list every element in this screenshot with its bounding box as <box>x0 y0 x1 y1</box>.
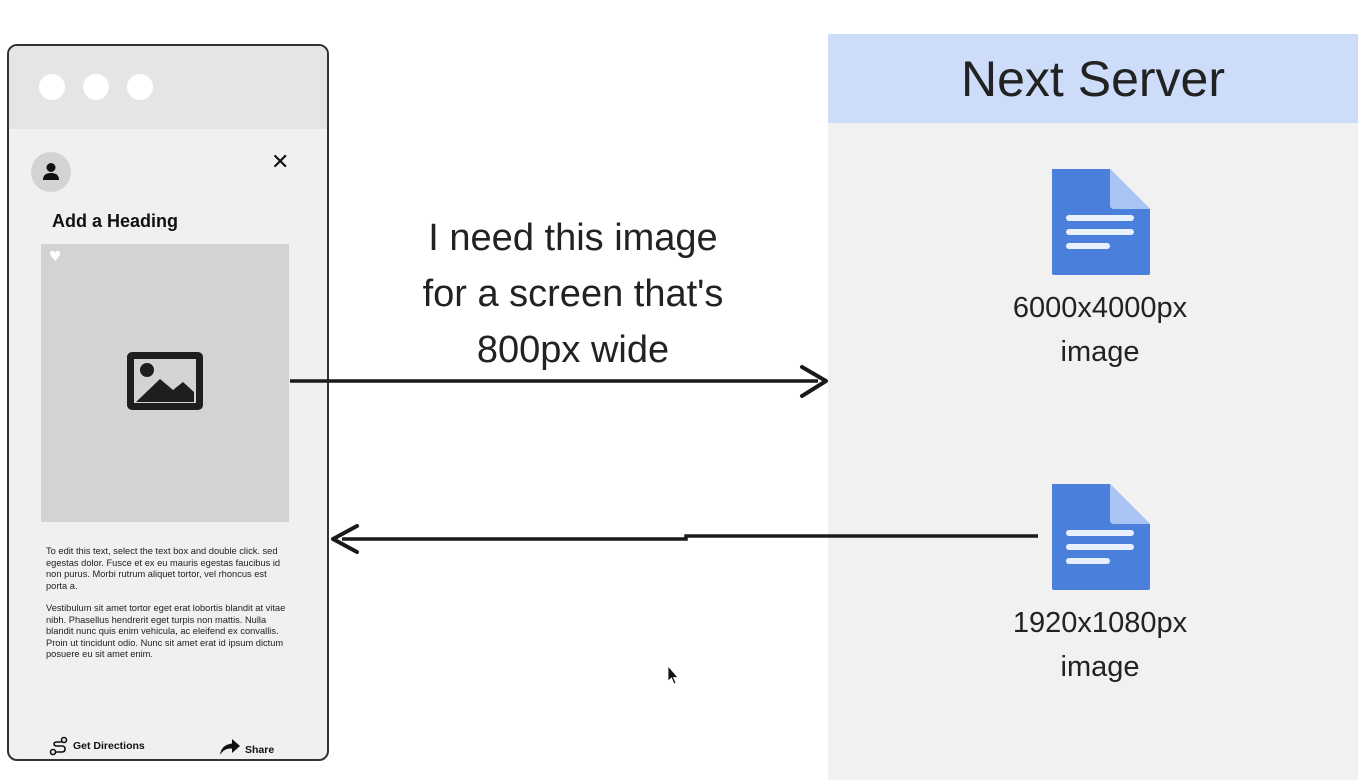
cursor-icon <box>667 664 679 685</box>
directions-icon <box>49 736 68 756</box>
response-arrow <box>331 524 1038 554</box>
document-icon <box>1052 484 1150 590</box>
file-size: 1920x1080px <box>1012 607 1188 639</box>
share-button[interactable]: Share <box>219 738 274 756</box>
phone-title-bar <box>9 46 327 129</box>
file-label: 6000x4000px image <box>970 286 1230 374</box>
request-line: 800px wide <box>476 329 670 371</box>
window-dot <box>39 74 65 100</box>
request-caption: I need this image for a screen that's 80… <box>368 210 778 378</box>
post-heading: Add a Heading <box>52 211 179 231</box>
document-icon <box>1052 169 1150 275</box>
heart-icon[interactable]: ♥ <box>49 249 62 265</box>
server-header: Next Server <box>828 34 1358 123</box>
image-icon <box>127 352 203 410</box>
file-label: 1920x1080px image <box>970 601 1230 689</box>
share-label: Share <box>245 744 275 756</box>
avatar[interactable] <box>31 152 71 192</box>
request-line: for a screen that's <box>422 273 724 315</box>
body-text: Vestibulum sit amet tortor eget erat lob… <box>46 603 286 660</box>
request-arrow <box>290 365 828 398</box>
get-directions-label: Get Directions <box>73 740 145 752</box>
image-placeholder: ♥ <box>41 244 289 522</box>
next-server-panel: Next Server 6000x4000px image 1920x1080p… <box>828 34 1358 780</box>
body-text: To edit this text, select the text box a… <box>46 546 281 591</box>
share-icon <box>220 739 240 755</box>
file-size: 6000x4000px <box>1012 292 1188 324</box>
window-dot <box>83 74 109 100</box>
close-icon[interactable]: ✕ <box>271 150 290 175</box>
phone-mockup: ✕ Add a Heading ♥ To edit this text, sel… <box>7 44 329 761</box>
file-type: image <box>1060 651 1140 683</box>
user-icon <box>43 163 59 180</box>
file-type: image <box>1060 336 1140 368</box>
get-directions-button[interactable]: Get Directions <box>49 736 145 756</box>
server-title: Next Server <box>961 50 1225 107</box>
request-line: I need this image <box>428 217 718 259</box>
window-dot <box>127 74 153 100</box>
